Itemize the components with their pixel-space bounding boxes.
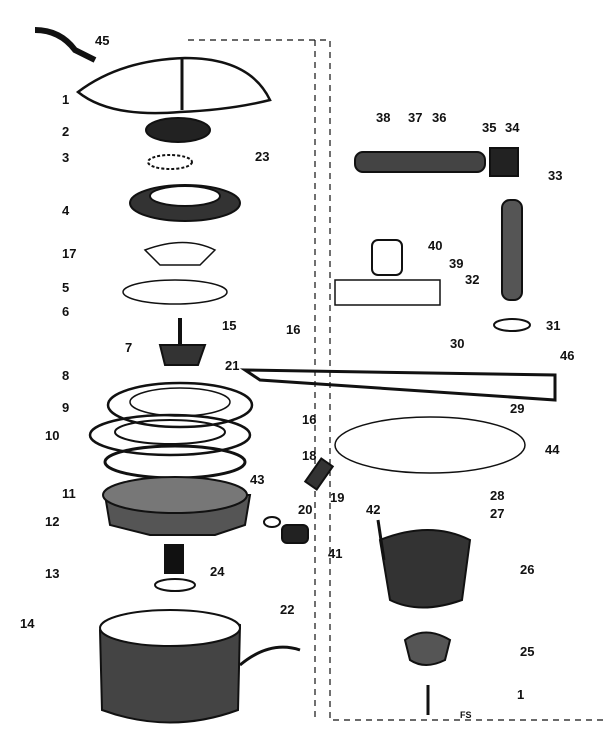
gasket-part-inner [114,419,226,445]
callout-41: 41 [328,546,342,561]
callout-7: 7 [125,340,132,355]
gasket-part [88,413,252,457]
callout-24: 24 [210,564,225,579]
callout-40: 40 [428,238,442,253]
callout-43: 43 [250,472,264,487]
hose-part-41 [281,524,309,544]
callout-37: 37 [408,110,422,125]
callout-13: 13 [45,566,59,581]
strainer-part [143,241,217,266]
callout-45: 45 [95,33,109,48]
callout-4: 4 [62,203,70,218]
impeller-part [158,344,207,366]
fill-tube [501,199,523,301]
spray-arm-wire [75,56,272,115]
pump-housing-top [102,476,248,514]
callout-27: 27 [490,506,504,521]
motor-shaft [164,544,184,574]
callout-6: 6 [62,304,69,319]
callout-23: 23 [255,149,269,164]
dashed-frame [188,39,608,721]
tube-flange [493,318,531,332]
wire-part [239,645,301,667]
callout-46: 46 [560,348,574,363]
ring-part [103,444,247,480]
callout-16a: 16 [286,322,300,337]
callout-36: 36 [432,110,446,125]
impeller-cap [145,117,211,143]
callout-9: 9 [62,400,69,415]
screw-part [376,519,386,561]
callout-21: 21 [225,358,239,373]
callout-14: 14 [20,616,35,631]
callout-2: 2 [62,124,69,139]
lower-spray-arm [239,368,557,402]
callout-15: 15 [222,318,236,333]
callout-17: 17 [62,246,76,261]
washer-part [154,578,196,592]
callout-1: 1 [62,92,69,107]
callout-25: 25 [520,644,534,659]
callout-38: 38 [376,110,390,125]
brush-part [403,631,452,666]
callout-42: 42 [366,502,380,517]
callout-39: 39 [449,256,463,271]
seal-plate-inner [129,387,231,417]
callout-30: 30 [450,336,464,351]
pump-body [378,529,472,609]
callout-22: 22 [280,602,294,617]
callout-35: 35 [482,120,496,135]
callout-10: 10 [45,428,59,443]
callout-3: 3 [62,150,69,165]
callouts: 45 1 2 3 4 17 5 6 15 7 8 9 10 11 12 13 1… [20,33,574,720]
plate-part [122,279,228,305]
bracket-part-39 [334,279,441,306]
callout-5: 5 [62,280,69,295]
callout-12: 12 [45,514,59,529]
gear-part [147,154,193,170]
wash-arm-handle [34,27,97,63]
callout-8: 8 [62,368,69,383]
callout-34: 34 [505,120,520,135]
callout-18: 18 [302,448,316,463]
callout-1b: 1 [517,687,524,702]
callout-29: 29 [510,401,524,416]
callout-28: 28 [490,488,504,503]
part-drawings [34,27,608,724]
pump-cover-top [149,185,221,207]
callout-33: 33 [548,168,562,183]
callout-44: 44 [545,442,560,457]
callout-20: 20 [298,502,312,517]
clamp-part-20 [263,516,281,528]
heater-end [489,147,519,177]
callout-31: 31 [546,318,560,333]
part-40 [371,239,403,276]
callout-32: 32 [465,272,479,287]
callout-26: 26 [520,562,534,577]
rack-plate [334,416,526,474]
seal-plate [106,381,254,429]
heater-element [354,151,486,173]
footer-code: FS [460,710,472,720]
hose-part-19 [303,457,335,491]
callout-16b: 16 [302,412,316,427]
motor-top [99,609,241,647]
callout-11: 11 [62,486,76,501]
callout-19: 19 [330,490,344,505]
